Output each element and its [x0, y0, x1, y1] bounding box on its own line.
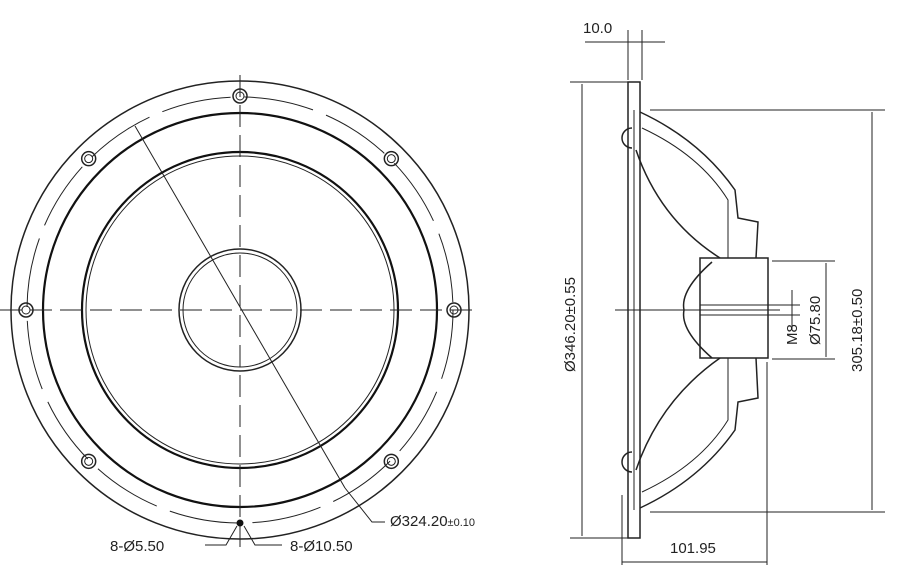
hole-large-label: 8-Ø10.50: [290, 538, 353, 555]
diameter-leader-tail: [344, 487, 385, 523]
mounting-hole: [80, 150, 97, 167]
mounting-hole: [232, 88, 248, 104]
hole-marker: [236, 519, 244, 527]
mounting-hole: [386, 154, 396, 164]
mounting-hole: [84, 154, 94, 164]
mounting-hole: [235, 91, 245, 101]
outer-diameter-label: Ø346.20±0.55: [562, 277, 579, 372]
mounting-hole: [449, 305, 459, 315]
mounting-hole: [383, 150, 400, 167]
basket-bottom: [639, 357, 759, 509]
surround-top: [621, 127, 633, 149]
mounting-holes: [18, 88, 462, 470]
surround-bottom: [621, 451, 633, 473]
cutout-diameter-label: 305.18±0.50: [849, 289, 866, 372]
mounting-hole: [84, 456, 94, 466]
hole-small-label: 8-Ø5.50: [110, 538, 164, 555]
basket-bottom-inner: [641, 358, 729, 493]
magnet: [699, 257, 769, 359]
thread-label: M8: [784, 324, 801, 345]
mounting-hole: [21, 305, 31, 315]
flange-thickness-label: 10.0: [583, 20, 612, 37]
mounting-hole: [18, 302, 34, 318]
mounting-depth-label: 101.95: [670, 540, 716, 557]
hole-large-leader: [243, 525, 282, 546]
side-view: 10.0 Ø346.20±0.55 305.18±0.50 Ø75.80 M8 …: [562, 20, 885, 565]
mounting-hole: [386, 456, 396, 466]
magnet-diameter-label: Ø75.80: [807, 296, 824, 345]
cone-top: [635, 149, 721, 259]
mounting-hole: [383, 453, 400, 470]
baffle-diameter-label: Ø324.20±0.10: [390, 513, 475, 530]
mounting-hole: [80, 453, 97, 470]
basket-top: [639, 111, 759, 259]
front-view: Ø324.20±0.10 8-Ø5.50 8-Ø10.50: [0, 75, 475, 555]
cone-bottom: [635, 357, 721, 471]
hole-small-leader: [205, 525, 238, 546]
mounting-hole: [446, 302, 462, 318]
diameter-leader: [134, 125, 346, 489]
basket-top-inner: [641, 127, 729, 258]
